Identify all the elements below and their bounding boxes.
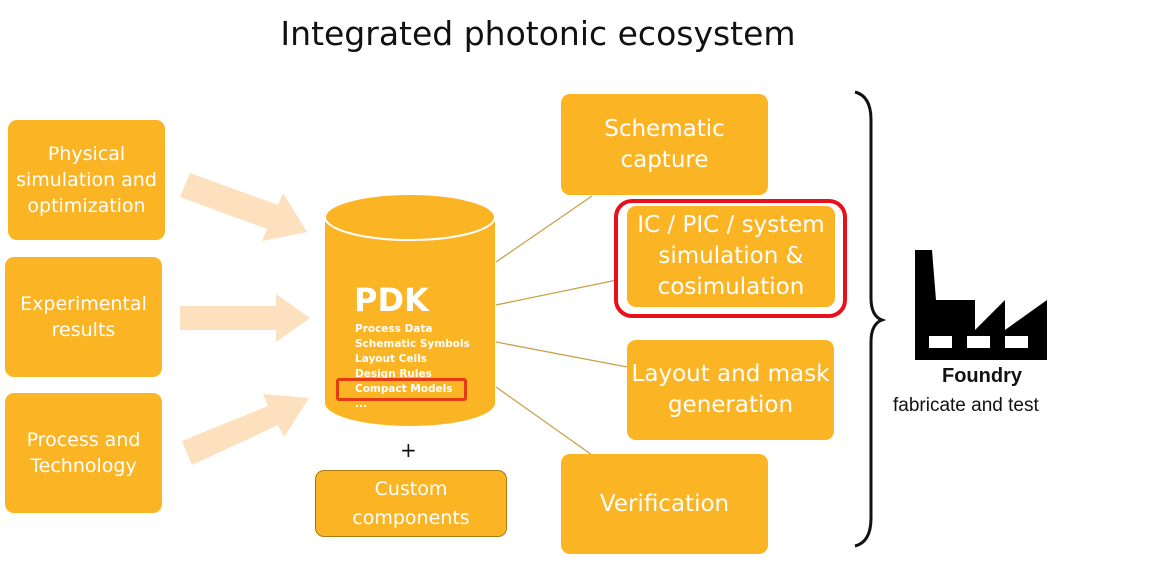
arrow-physical-to-pdk — [180, 173, 307, 241]
foundry-label: Foundry — [942, 365, 1022, 387]
input-box-experimental-results: Experimental results — [5, 257, 162, 377]
factory-icon — [915, 250, 1047, 360]
input-box-line: Process and — [26, 429, 141, 451]
tool-box-layout-mask: Layout and mask generation — [627, 340, 834, 440]
connector-line — [495, 341, 628, 368]
pdk-cylinder-top — [324, 193, 496, 241]
foundry-sublabel: fabricate and test — [893, 395, 1039, 416]
compact-models-highlight — [336, 378, 467, 401]
tool-box-line: IC / PIC / system — [637, 212, 825, 238]
arrow-process-to-pdk — [182, 394, 309, 465]
input-box-line: simulation and — [16, 169, 157, 191]
pdk-item: ... — [355, 398, 367, 410]
input-box-line: Technology — [30, 455, 137, 477]
custom-box-line: Custom — [374, 477, 448, 500]
pdk-item: Process Data — [355, 323, 433, 335]
pdk-title: PDK — [354, 281, 429, 319]
tool-box-simulation: IC / PIC / system simulation & cosimulat… — [627, 206, 835, 307]
custom-box-line: components — [352, 506, 470, 529]
input-box-line: Experimental — [20, 293, 147, 315]
tool-box-line: Verification — [599, 490, 730, 517]
input-box-line: results — [51, 319, 116, 341]
pdk-cylinder — [325, 217, 495, 426]
custom-components-box: Custom components — [315, 470, 507, 537]
pdk-item: Layout Cells — [355, 353, 427, 365]
pdk-item: Schematic Symbols — [355, 338, 470, 350]
connector-line — [495, 386, 593, 456]
tool-box-line: capture — [620, 146, 709, 173]
diagram-title: Integrated photonic ecosystem — [280, 14, 796, 53]
pdk-item: Design Rules — [355, 368, 432, 380]
tool-box-verification: Verification — [561, 454, 768, 554]
tool-box-line: Layout and mask — [631, 361, 830, 387]
tool-box-line: generation — [667, 392, 794, 418]
input-box-process-technology: Process and Technology — [5, 393, 162, 513]
arrow-experimental-to-pdk — [180, 294, 310, 342]
input-box-line: Physical — [47, 143, 126, 165]
pdk-item: Compact Models — [355, 383, 453, 395]
tool-box-line: simulation & — [658, 243, 804, 269]
input-box-line: optimization — [27, 195, 146, 217]
tool-box-line: Schematic — [604, 115, 725, 142]
input-box-physical-simulation: Physical simulation and optimization — [8, 120, 165, 240]
connector-line — [495, 279, 618, 306]
tool-box-line: cosimulation — [657, 274, 805, 300]
brace — [854, 90, 887, 548]
tool-box-schematic-capture: Schematic capture — [561, 94, 768, 195]
simulation-highlight — [614, 199, 847, 318]
pdk-item-list: Process Data Schematic Symbols Layout Ce… — [355, 322, 470, 412]
connector-line — [495, 195, 593, 263]
plus-sign: + — [400, 438, 417, 462]
